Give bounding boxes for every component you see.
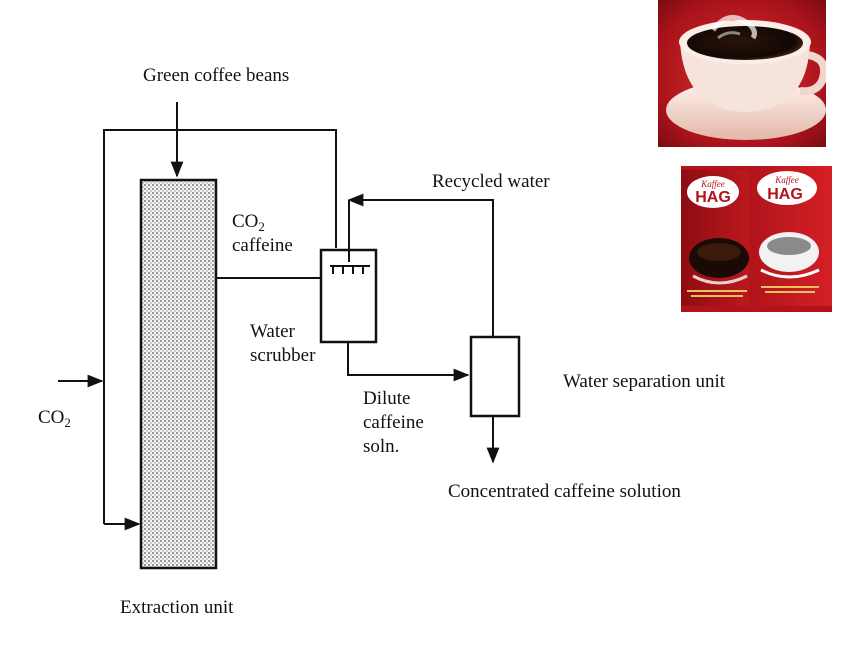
coffee-cup-photo [658, 0, 826, 147]
co2-caffeine-line1: CO2 [232, 211, 265, 234]
green-coffee-beans-label: Green coffee beans [143, 65, 290, 86]
co2-caffeine-line2: caffeine [232, 235, 293, 256]
pack-right-line2: HAG [767, 186, 803, 203]
water-scrubber-vessel [319, 248, 378, 344]
pack-left-line1: Kaffee [700, 179, 725, 189]
water-separation-vessel [469, 335, 521, 418]
concentrated-caffeine-label: Concentrated caffeine solution [448, 481, 681, 502]
co2-caffeine-label: CO2 caffeine [232, 210, 293, 258]
kaffee-hag-packages-photo: Kaffee HAG Kaffee HAG [681, 166, 832, 312]
extraction-unit-label: Extraction unit [120, 597, 234, 618]
recycled-water-label: Recycled water [432, 171, 550, 192]
hag-logo-right [757, 171, 817, 205]
cup-handle [799, 51, 826, 96]
water-scrubber-label: Water scrubber [250, 321, 316, 366]
dilute-solution-line [347, 342, 470, 382]
water-separation-unit-label: Water separation unit [563, 371, 726, 392]
co2-recycle-line [103, 129, 337, 524]
dilute-caffeine-label: Dilute caffeine soln. [363, 388, 424, 457]
extraction-column [139, 178, 218, 570]
co2-inlet-label: CO2 [38, 407, 71, 430]
hag-logo-left [687, 176, 739, 208]
pack-left-line2: HAG [695, 189, 731, 206]
pack-right-line1: Kaffee [774, 175, 799, 185]
steam [711, 15, 757, 40]
recycled-water-line [352, 199, 494, 336]
coffee-surface [687, 26, 803, 60]
